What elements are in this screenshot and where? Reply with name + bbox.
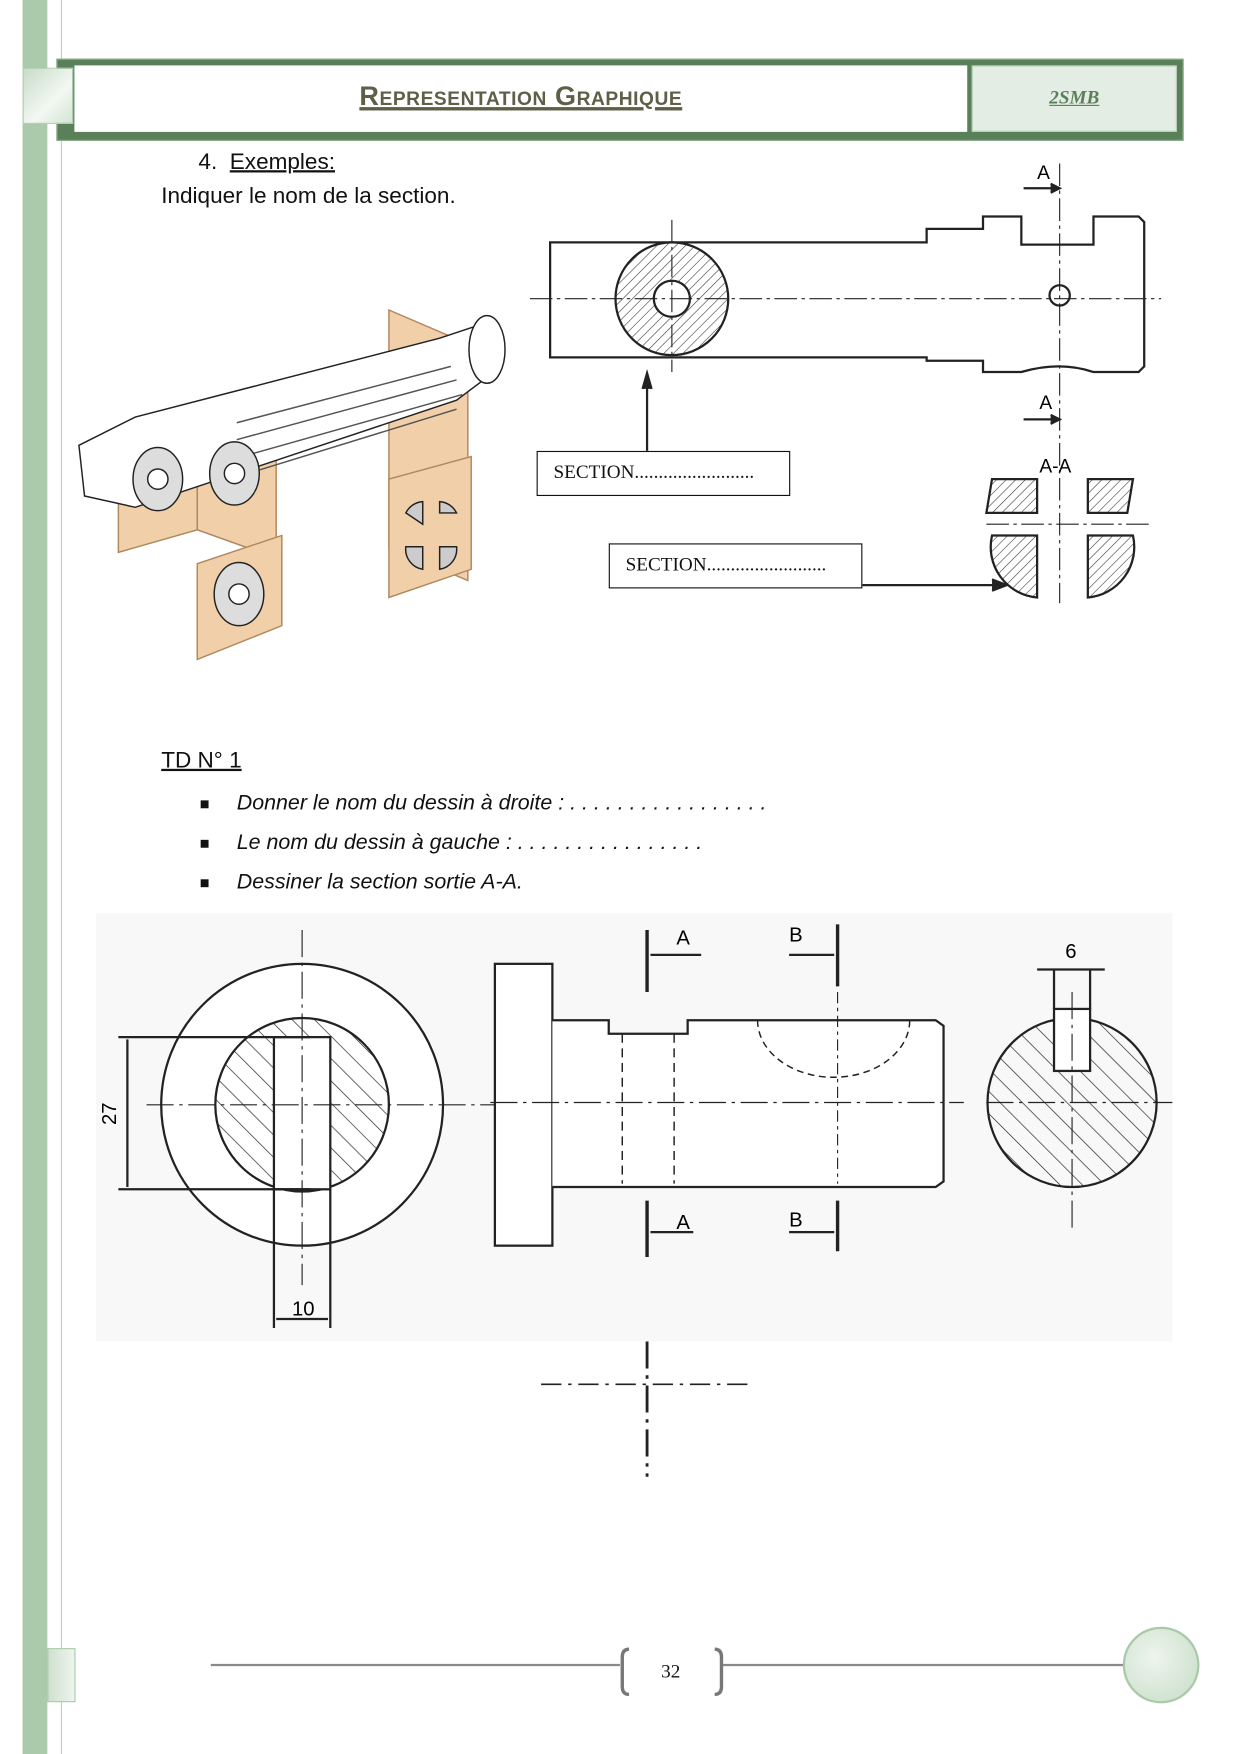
- dim-height: 27: [99, 1102, 121, 1125]
- page-number: 32: [661, 1660, 681, 1682]
- td-question-3: Dessiner la section sortie A-A.: [236, 870, 523, 894]
- example-shaft-drawing: A A A-A: [529, 163, 1162, 604]
- cut-label-b-top: B: [789, 924, 803, 946]
- decorative-square-top: [22, 67, 74, 125]
- td-question-2: Le nom du dessin à gauche : . . . . . . …: [236, 830, 703, 855]
- section-answer-box-2[interactable]: SECTION.........................: [608, 543, 863, 589]
- section-answer-box-1[interactable]: SECTION.........................: [536, 450, 791, 497]
- bullet-icon: [200, 839, 209, 848]
- class-label: 2SMB: [1049, 86, 1100, 109]
- decorative-circle: [1122, 1626, 1200, 1704]
- dim-key: 6: [1065, 941, 1076, 963]
- left-margin-line: [60, 0, 63, 1754]
- td-question-1: Donner le nom du dessin à droite : . . .…: [236, 791, 767, 816]
- isometric-shaft-illustration: [78, 308, 506, 661]
- cut-label-top: A: [1037, 163, 1050, 184]
- cut-label-bottom: A: [1039, 393, 1052, 414]
- instruction-text: Indiquer le nom de la section.: [161, 183, 456, 209]
- header-title-cell: [74, 65, 968, 132]
- cut-label-b-bottom: B: [789, 1210, 803, 1232]
- bullet-icon: [200, 879, 209, 888]
- page-title: Representation Graphique: [359, 81, 683, 112]
- section-heading: 4. Exemples:: [198, 150, 335, 176]
- page-number-brackets: [620, 1647, 724, 1697]
- footer-line-left: [210, 1663, 621, 1667]
- td-technical-drawing: 27 10 6 A A B B: [95, 913, 1173, 1477]
- cut-label-a-bottom: A: [676, 1212, 690, 1234]
- header-class-cell: [971, 65, 1177, 132]
- section-heading-text: Exemples:: [229, 149, 336, 175]
- footer-line-right: [721, 1663, 1128, 1667]
- dim-width: 10: [292, 1299, 315, 1321]
- section-title-aa: A-A: [1039, 456, 1071, 477]
- section-number: 4.: [198, 149, 218, 175]
- left-decorative-bar: [22, 0, 48, 1754]
- bullet-icon: [200, 800, 209, 809]
- td-heading: TD N° 1: [161, 748, 242, 774]
- cut-label-a-top: A: [676, 928, 690, 950]
- decorative-square-bottom: [47, 1648, 76, 1703]
